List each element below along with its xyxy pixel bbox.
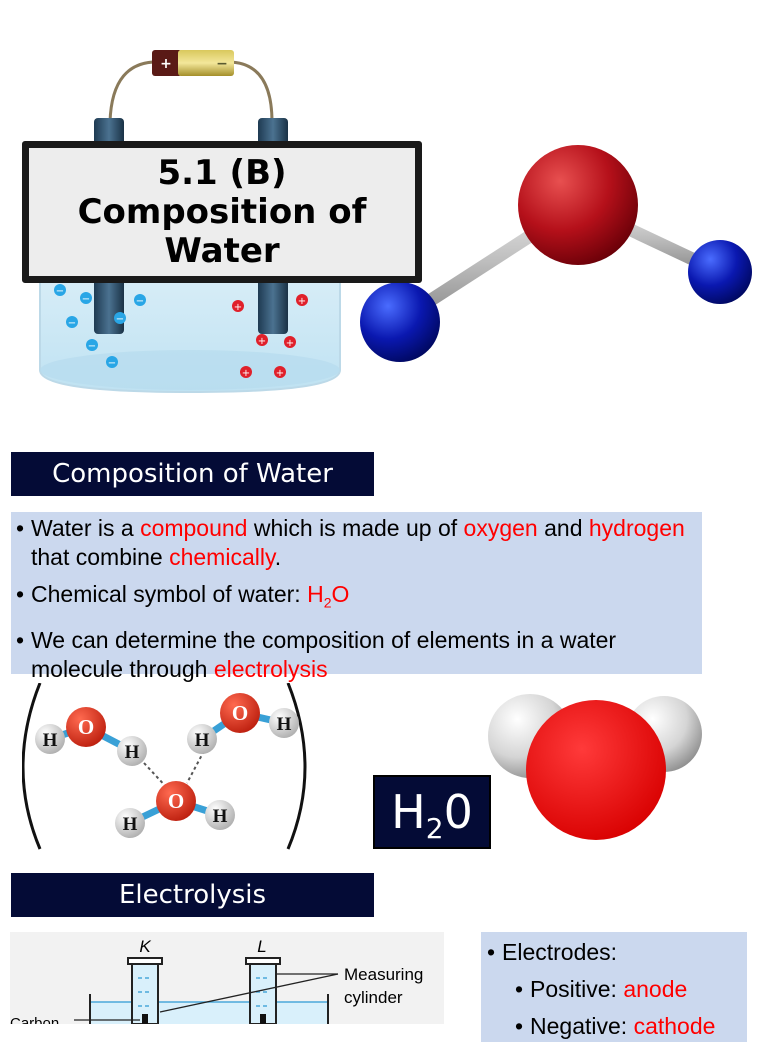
hydrogen-label: H xyxy=(43,730,58,751)
measuring-cylinder-k xyxy=(127,957,163,1024)
label-cylinder: cylinder xyxy=(344,988,403,1007)
bullet-dot: • xyxy=(16,581,25,607)
oxygen-sphere xyxy=(526,700,666,840)
bullet-dot: • xyxy=(515,1013,524,1039)
electrodes-panel: • Electrodes: • Positive: anode • Negati… xyxy=(481,932,747,1042)
ion xyxy=(134,294,146,306)
ion-sign: − xyxy=(136,296,144,307)
hydrogen-label: H xyxy=(123,814,138,835)
ion-sign: + xyxy=(276,368,284,379)
ion xyxy=(284,336,296,348)
hydrogen-atom xyxy=(205,800,235,830)
ion-sign: + xyxy=(242,368,250,379)
wire xyxy=(108,60,274,123)
fact-text: that combine xyxy=(31,544,170,570)
title-line-1: 5.1 (B) xyxy=(157,152,287,193)
title-line-2: Composition of xyxy=(77,191,367,232)
bullet-dot: • xyxy=(515,976,524,1002)
ion xyxy=(274,366,286,378)
electrolysis-apparatus-diagram: K L Measuring cylinder Carbon xyxy=(10,932,444,1024)
ion-sign: + xyxy=(286,338,294,349)
ion xyxy=(66,316,78,328)
keyword-cathode: cathode xyxy=(633,1013,716,1039)
battery-plus: + xyxy=(160,56,172,72)
fact-text: . xyxy=(274,544,282,570)
ion-sign: − xyxy=(68,318,76,329)
ion-sign: − xyxy=(116,314,124,325)
title-line-3: Water xyxy=(164,230,280,271)
label-measuring: Measuring xyxy=(344,965,423,984)
section-header-composition: Composition of Water xyxy=(11,452,374,496)
ion xyxy=(54,284,66,296)
oxygen-atom xyxy=(156,781,196,821)
keyword-compound: compound xyxy=(140,515,248,541)
ion xyxy=(86,339,98,351)
keyword-oxygen: oxygen xyxy=(463,515,538,541)
ion xyxy=(106,356,118,368)
bullet-dot: • xyxy=(487,939,496,965)
battery-icon: + − xyxy=(152,50,234,76)
ion-sign: + xyxy=(234,302,242,313)
fact-bullet-1: • Water is a compound which is made up o… xyxy=(16,514,694,572)
ion-sign: − xyxy=(82,294,90,305)
fact-text: Water is a xyxy=(31,515,141,541)
hydrogen-label: H xyxy=(213,806,228,827)
keyword-chemically: chemically xyxy=(169,544,275,570)
oxygen-atom xyxy=(66,707,106,747)
space-filling-model xyxy=(488,694,702,840)
fact-text: Chemical symbol of water: xyxy=(31,581,308,607)
electrodes-heading: • Electrodes: xyxy=(487,939,618,965)
hydrogen-atom-left xyxy=(360,282,440,362)
water-molecule-model xyxy=(360,145,752,362)
hydrogen-atom xyxy=(269,708,299,738)
ion xyxy=(232,300,244,312)
ion xyxy=(296,294,308,306)
hydrogen-atom xyxy=(117,736,147,766)
oxygen-label: O xyxy=(232,701,248,725)
hydrogen-atom xyxy=(115,808,145,838)
electrode-negative: • Negative: cathode xyxy=(515,1013,716,1039)
title-box: 5.1 (B) Composition of Water xyxy=(22,141,422,283)
measuring-cylinder-l xyxy=(245,957,281,1024)
label-l: L xyxy=(257,937,266,956)
ion xyxy=(114,312,126,324)
oxygen-label: O xyxy=(168,789,184,813)
facts-panel: • Water is a compound which is made up o… xyxy=(11,512,702,682)
chemical-symbol: H2O xyxy=(307,581,350,611)
label-k: K xyxy=(139,937,151,956)
battery-minus: − xyxy=(216,56,228,72)
fact-text: and xyxy=(537,515,589,541)
ion-sign: − xyxy=(88,341,96,352)
ion xyxy=(256,334,268,346)
keyword-hydrogen: hydrogen xyxy=(588,515,685,541)
oxygen-label: O xyxy=(78,715,94,739)
ion-sign: − xyxy=(108,358,116,369)
hydrogen-atom-right xyxy=(688,240,752,304)
electrode-positive: • Positive: anode xyxy=(515,976,688,1002)
ion-sign: + xyxy=(258,336,266,347)
ion-sign: − xyxy=(56,286,64,297)
ion xyxy=(80,292,92,304)
section-header-electrolysis: Electrolysis xyxy=(11,873,374,917)
fact-bullet-3: • We can determine the composition of el… xyxy=(16,626,694,684)
ion-sign: + xyxy=(298,296,306,307)
hydrogen-label: H xyxy=(125,742,140,763)
hydrogen-atom xyxy=(187,724,217,754)
bullet-dot: • xyxy=(16,515,25,541)
hydrogen-label: H xyxy=(195,730,210,751)
hydrogen-atom xyxy=(35,724,65,754)
keyword-electrolysis: electrolysis xyxy=(213,655,328,682)
keyword-anode: anode xyxy=(623,976,688,1002)
oxygen-atom xyxy=(518,145,638,265)
oxygen-atom xyxy=(220,693,260,733)
fact-text: which is made up of xyxy=(247,515,464,541)
fact-text: We can determine the composition of elem… xyxy=(31,626,617,682)
label-carbon: Carbon xyxy=(10,1015,59,1024)
fact-bullet-2: • Chemical symbol of water: H2O xyxy=(16,580,694,618)
bullet-dot: • xyxy=(16,626,25,653)
ion xyxy=(240,366,252,378)
hydrogen-label: H xyxy=(277,714,292,735)
